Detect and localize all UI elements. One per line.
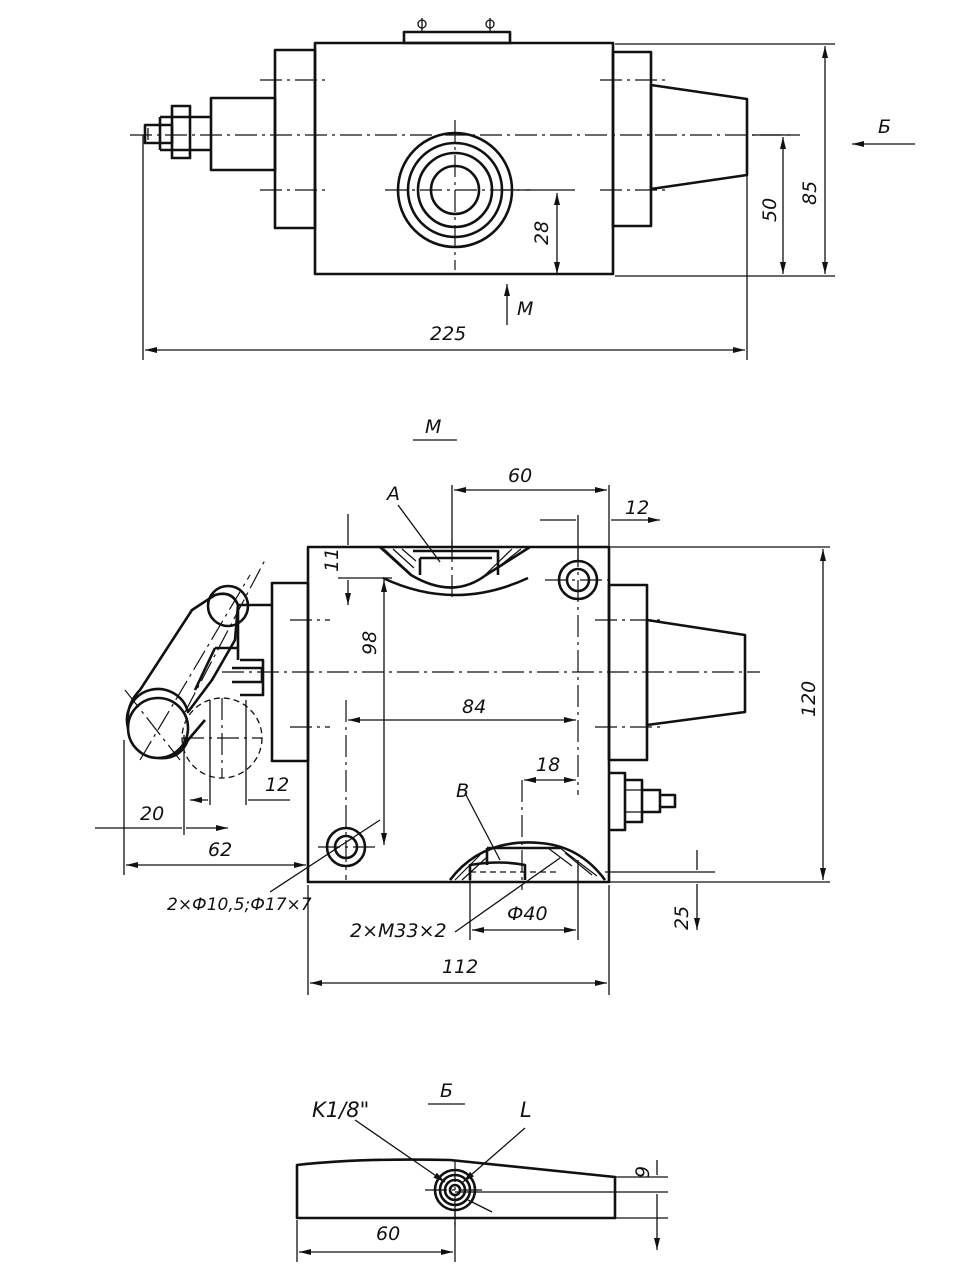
dim-60-bottom: 60 <box>376 1223 400 1245</box>
dim-112: 112 <box>442 956 478 978</box>
dim-25: 25 <box>671 906 693 930</box>
dim-225: 225 <box>430 323 466 345</box>
label-m-arrow: М <box>517 298 533 320</box>
top-cover-plate <box>402 30 512 45</box>
top-left-flange <box>273 48 317 230</box>
port-a-section <box>379 545 531 597</box>
label-port-l: L <box>520 1098 532 1122</box>
middle-body <box>306 545 611 884</box>
label-port-a: A <box>385 483 400 505</box>
dim-120: 120 <box>798 681 820 717</box>
top-view: 225 85 50 28 М Б <box>130 18 915 360</box>
side-fitting <box>609 771 677 832</box>
label-thread-k: K1/8" <box>312 1098 369 1122</box>
dim-60-top: 60 <box>508 465 532 487</box>
dim-84: 84 <box>462 696 486 718</box>
port-b-section <box>448 841 607 881</box>
dim-18: 18 <box>536 754 560 776</box>
dim-20: 20 <box>140 803 164 825</box>
dim-85: 85 <box>799 181 821 205</box>
dim-11: 11 <box>321 548 343 572</box>
dim-12-lever: 12 <box>265 774 289 796</box>
top-tapered-cap <box>649 83 749 191</box>
bottom-body <box>295 1158 617 1220</box>
section-view-m: М <box>95 416 830 995</box>
top-right-flange <box>611 50 653 228</box>
view-m-title: М <box>425 416 441 438</box>
callout-thread: 2×М33×2 <box>350 920 447 942</box>
dim-50: 50 <box>759 198 781 222</box>
view-b-title: Б <box>440 1080 453 1102</box>
dim-28: 28 <box>531 221 553 245</box>
top-body <box>313 41 615 276</box>
label-b-arrow: Б <box>878 116 891 138</box>
callout-bore: Ф40 <box>507 903 548 925</box>
callout-holes: 2×Ф10,5;Ф17×7 <box>167 895 312 915</box>
view-b: Б K1/8" L 9 60 <box>295 1080 668 1262</box>
top-actuator-block <box>209 96 277 172</box>
dim-62: 62 <box>208 839 232 861</box>
dim-9: 9 <box>632 1166 654 1178</box>
label-port-b: B <box>456 780 469 802</box>
dim-12-top: 12 <box>625 497 649 519</box>
middle-tapered-cap <box>645 618 747 727</box>
dim-98: 98 <box>359 631 381 655</box>
lever-handle <box>125 584 265 779</box>
